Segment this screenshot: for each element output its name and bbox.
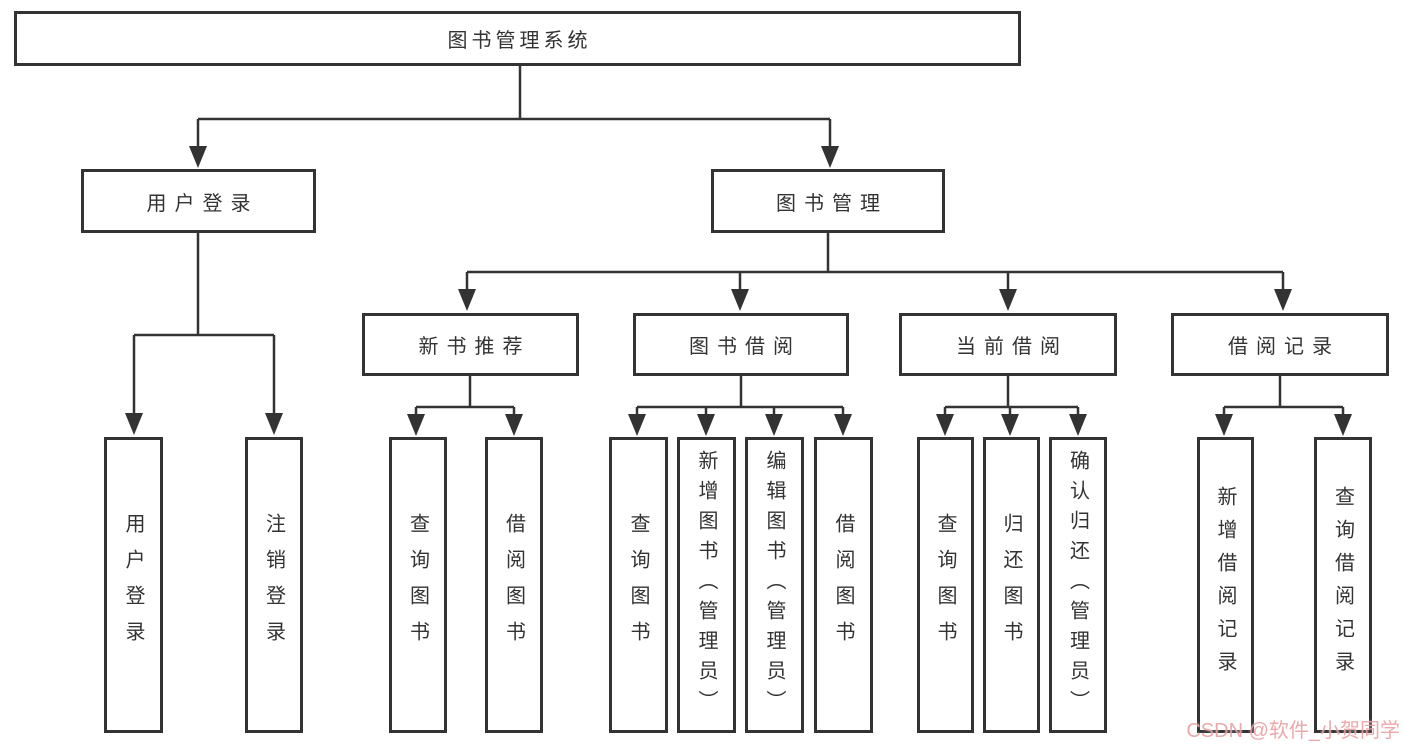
leaf-query-borrow-record-label: 查询借阅记录 (1331, 486, 1354, 684)
node-current-borrow: 当前借阅 (899, 313, 1117, 376)
leaf-query-books-recommend-label: 查询图书 (406, 513, 429, 657)
leaf-edit-book-admin-label: 编辑图书（管理员） (763, 450, 785, 720)
leaf-logout-label: 注销登录 (262, 513, 285, 657)
node-book-management-label: 图书管理 (776, 192, 888, 215)
leaf-confirm-return-admin-label: 确认归还（管理员） (1066, 450, 1089, 720)
leaf-query-books-recommend: 查询图书 (389, 437, 447, 733)
node-borrow-records: 借阅记录 (1171, 313, 1389, 376)
leaf-confirm-return-admin: 确认归还（管理员） (1049, 437, 1107, 733)
leaf-add-borrow-record: 新增借阅记录 (1197, 437, 1254, 733)
leaf-return-book-label: 归还图书 (1000, 513, 1022, 657)
leaf-query-books-borrow-label: 查询图书 (627, 513, 649, 657)
leaf-add-borrow-record-label: 新增借阅记录 (1214, 486, 1236, 684)
node-current-borrow-label: 当前借阅 (956, 336, 1068, 358)
node-book-borrow: 图书借阅 (633, 313, 849, 376)
node-borrow-records-label: 借阅记录 (1228, 336, 1340, 358)
watermark-text: CSDN @软件_小贺同学 (1186, 720, 1400, 742)
leaf-query-books-current: 查询图书 (917, 437, 974, 733)
leaf-borrow-books-recommend-label: 借阅图书 (502, 513, 525, 657)
node-root: 图书管理系统 (14, 11, 1021, 66)
node-user-login: 用户登录 (81, 169, 316, 233)
node-user-login-label: 用户登录 (146, 192, 259, 215)
node-new-book-recommend-label: 新书推荐 (418, 336, 531, 358)
leaf-query-books-borrow: 查询图书 (609, 437, 668, 733)
node-book-borrow-label: 图书借阅 (689, 336, 801, 358)
connector-paths (132, 66, 1345, 416)
leaf-user-login-label: 用户登录 (122, 513, 144, 657)
leaf-borrow-books: 借阅图书 (814, 437, 873, 733)
leaf-user-login: 用户登录 (104, 437, 163, 733)
leaf-return-book: 归还图书 (983, 437, 1040, 733)
leaf-logout: 注销登录 (245, 437, 303, 733)
node-book-management: 图书管理 (711, 169, 945, 233)
leaf-edit-book-admin: 编辑图书（管理员） (745, 437, 804, 733)
node-root-label: 图书管理系统 (447, 30, 592, 52)
leaf-borrow-books-recommend: 借阅图书 (485, 437, 543, 733)
leaf-add-book-admin: 新增图书（管理员） (677, 437, 736, 733)
arrowhead-icons (125, 146, 1352, 436)
node-new-book-recommend: 新书推荐 (362, 313, 579, 376)
leaf-query-books-current-label: 查询图书 (934, 513, 956, 657)
leaf-query-borrow-record: 查询借阅记录 (1314, 437, 1372, 733)
leaf-borrow-books-label: 借阅图书 (832, 513, 854, 657)
leaf-add-book-admin-label: 新增图书（管理员） (695, 450, 717, 720)
